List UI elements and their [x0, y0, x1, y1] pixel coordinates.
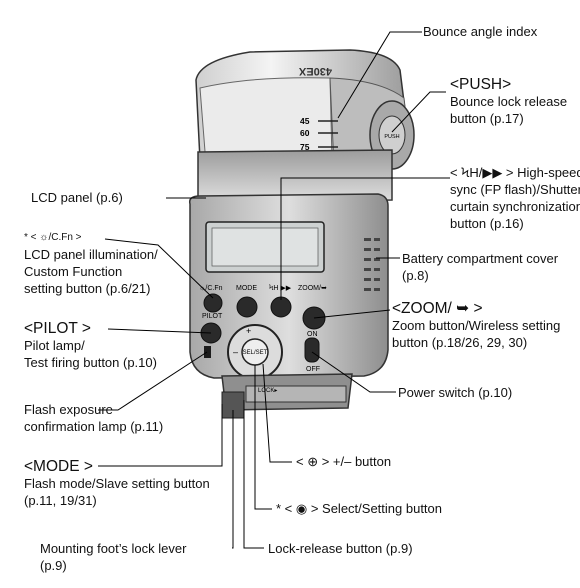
label-mode: <MODE > Flash mode/Slave setting button …: [24, 458, 210, 509]
label-highspeed-desc-2: curtain synchronization: [450, 198, 580, 215]
angle-60-text: 60: [300, 128, 310, 138]
label-illumination-cfn: * < ☼/C.Fn > LCD panel illumination/ Cus…: [24, 229, 158, 297]
label-lcd-panel: LCD panel (p.6): [31, 189, 123, 206]
label-plusminus-button: < ⊕ > +/– button: [296, 453, 391, 470]
label-foot-lock-lever: Mounting foot’s lock lever (p.9): [40, 540, 186, 574]
label-bounce-angle-index: Bounce angle index: [423, 23, 537, 40]
off-text: OFF: [306, 366, 320, 373]
label-pilot-desc-2: Test firing button (p.10): [24, 354, 157, 371]
label-mode-desc-2: (p.11, 19/31): [24, 492, 210, 509]
angle-45-text: 45: [300, 116, 310, 126]
label-foot-lever-2: (p.9): [40, 557, 186, 574]
hs-button-text: ϞH ▶▶: [269, 285, 292, 292]
label-power-switch: Power switch (p.10): [398, 384, 512, 401]
label-mode-title: <MODE >: [24, 458, 210, 475]
dial-plus-text: +: [246, 326, 251, 336]
label-battery-1: Battery compartment cover: [402, 250, 558, 267]
label-highspeed-sync: < ϞH/▶▶ > High-speed sync (FP flash)/Shu…: [450, 164, 580, 232]
label-pilot-title: <PILOT >: [24, 320, 157, 337]
label-select-setting: * < ◉ > Select/Setting button: [276, 500, 442, 517]
mode-button-text: MODE: [236, 285, 257, 292]
fe-confirmation-lamp: [204, 346, 211, 358]
pilot-button-text: PILOT: [202, 313, 223, 320]
zoom-button-text: ZOOM/➥: [298, 285, 327, 292]
label-highspeed-desc-1: sync (FP flash)/Shutter: [450, 181, 580, 198]
label-push-title: <PUSH>: [450, 76, 567, 93]
label-push: <PUSH> Bounce lock release button (p.17): [450, 76, 567, 127]
label-zoom: <ZOOM/ ➥ > Zoom button/Wireless setting …: [392, 300, 560, 351]
label-illum-desc-1: LCD panel illumination/: [24, 246, 158, 263]
label-battery-cover: Battery compartment cover (p.8): [402, 250, 558, 284]
label-pilot-desc-1: Pilot lamp/: [24, 337, 157, 354]
mode-button[interactable]: [237, 297, 257, 317]
label-illum-desc-2: Custom Function: [24, 263, 158, 280]
lock-text: LOCK▸: [258, 388, 277, 394]
label-fe-lamp-1: Flash exposure: [24, 401, 163, 418]
select-set-text: SEL/SET: [243, 350, 268, 356]
label-illum-title: * < ☼/C.Fn >: [24, 229, 158, 246]
label-push-desc-1: Bounce lock release: [450, 93, 567, 110]
on-text: ON: [307, 331, 318, 338]
label-fe-lamp-2: confirmation lamp (p.11): [24, 418, 163, 435]
label-push-desc-2: button (p.17): [450, 110, 567, 127]
label-pilot: <PILOT > Pilot lamp/ Test firing button …: [24, 320, 157, 371]
dial-minus-text: –: [233, 347, 238, 357]
power-switch[interactable]: [305, 338, 319, 362]
head-model-text: 430EX: [298, 65, 332, 77]
label-zoom-desc-1: Zoom button/Wireless setting: [392, 317, 560, 334]
label-illum-desc-3: setting button (p.6/21): [24, 280, 158, 297]
label-mode-desc-1: Flash mode/Slave setting button: [24, 475, 210, 492]
label-zoom-title: <ZOOM/ ➥ >: [392, 300, 560, 317]
label-fe-lamp: Flash exposure confirmation lamp (p.11): [24, 401, 163, 435]
label-zoom-desc-2: button (p.18/26, 29, 30): [392, 334, 560, 351]
mounting-foot: LOCK▸: [222, 374, 352, 418]
push-button-text: PUSH: [384, 134, 399, 140]
label-lock-release: Lock-release button (p.9): [268, 540, 413, 557]
label-foot-lever-1: Mounting foot’s lock lever: [40, 540, 186, 557]
label-highspeed-title: < ϞH/▶▶ > High-speed: [450, 164, 580, 181]
label-battery-2: (p.8): [402, 267, 558, 284]
cfn-button[interactable]: [204, 294, 222, 312]
label-highspeed-desc-3: button (p.16): [450, 215, 580, 232]
